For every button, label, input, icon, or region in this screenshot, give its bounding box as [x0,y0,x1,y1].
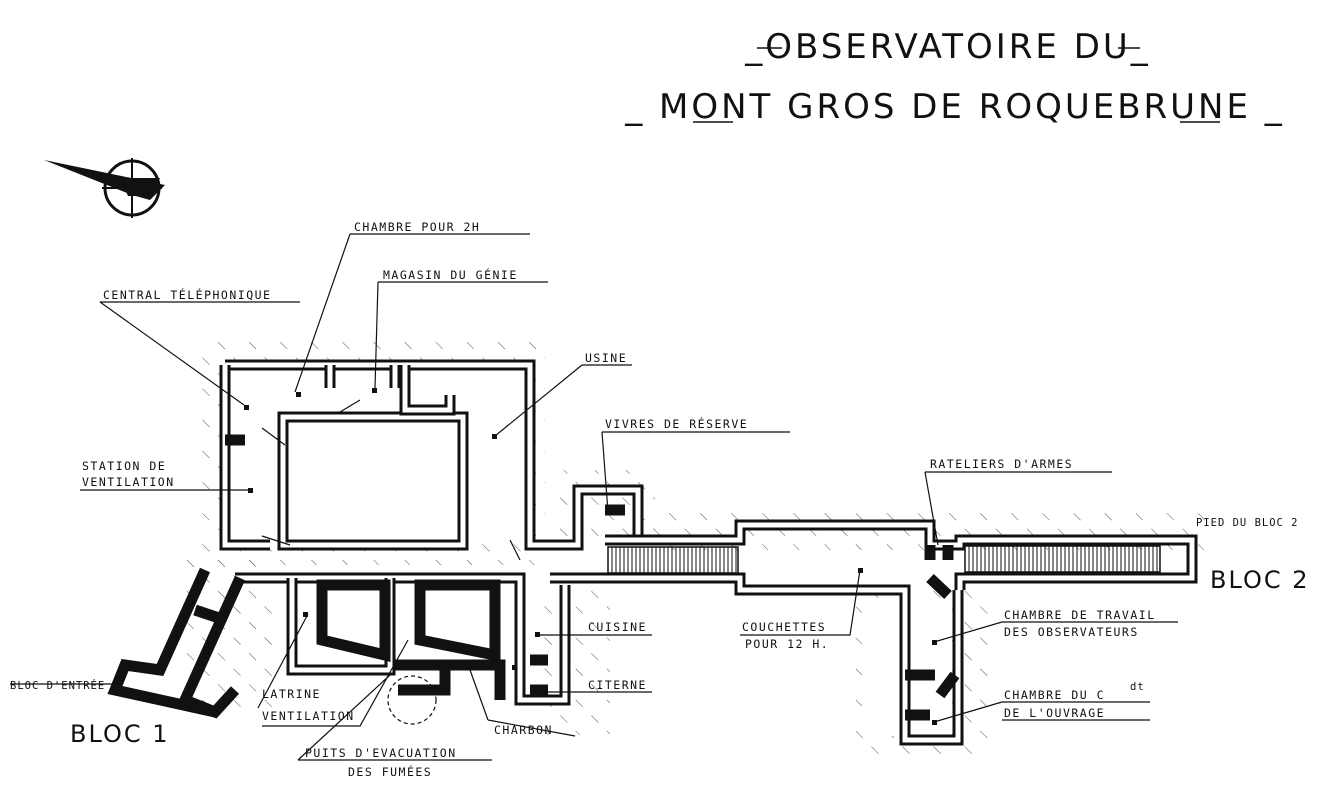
stairs-left [607,546,739,574]
label-ventilation: VENTILATION [262,709,355,723]
label-chambre-cdt-sup: dt [1130,681,1145,693]
label-chambre-cdt-1: CHAMBRE DU C [1004,688,1105,702]
title-line-1: _OBSERVATOIRE DU_ [744,27,1151,67]
label-citerne: CITERNE [588,678,647,692]
label-usine: USINE [585,351,627,365]
title-line-2: _ MONT GROS DE ROQUEBRUNE _ [624,87,1285,127]
label-station-ventilation-2: VENTILATION [82,475,175,489]
label-couchettes-2: POUR 12 H. [745,637,829,651]
label-chambre-travail-2: DES OBSERVATEURS [1004,625,1139,639]
leader-lines [10,233,1178,761]
label-chambre-2h: CHAMBRE POUR 2H [354,220,480,234]
label-puits-1: PUITS D'EVACUATION [305,746,457,760]
label-puits-2: DES FUMÉES [348,764,432,779]
north-arrow-icon [44,158,165,218]
label-latrine: LATRINE [262,687,321,701]
label-magasin-genie: MAGASIN DU GÉNIE [383,267,518,282]
walls [107,359,1198,746]
label-bloc-1: BLOC 1 [70,720,170,748]
label-chambre-cdt-2: DE L'OUVRAGE [1004,706,1105,720]
label-chambre-travail-1: CHAMBRE DE TRAVAIL [1004,608,1156,622]
label-pied-bloc2: PIED DU BLOC 2 [1196,517,1299,529]
label-bloc-2: BLOC 2 [1210,566,1310,594]
labels: CHAMBRE POUR 2H MAGASIN DU GÉNIE CENTRAL… [10,220,1310,779]
title-block: _OBSERVATOIRE DU_ _ MONT GROS DE ROQUEBR… [624,27,1285,127]
label-couchettes-1: COUCHETTES [742,620,826,634]
smoke-shaft [387,675,437,725]
label-central-telephonique: CENTRAL TÉLÉPHONIQUE [103,287,271,302]
label-charbon: CHARBON [494,723,553,737]
label-rateliers-armes: RATELIERS D'ARMES [930,457,1073,471]
stairs-right [964,545,1161,573]
label-cuisine: CUISINE [588,620,647,634]
label-station-ventilation-1: STATION DE [82,459,166,473]
label-bloc-entree: BLOC D'ENTRÉE [10,679,105,692]
label-vivres-reserve: VIVRES DE RÉSERVE [605,416,748,431]
